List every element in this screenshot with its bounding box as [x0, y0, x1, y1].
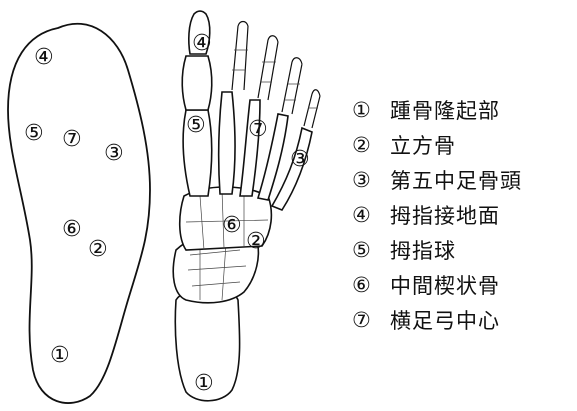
legend-text: 拇指球	[390, 235, 456, 265]
legend-number: ④	[352, 203, 390, 227]
legend-number: ②	[352, 133, 390, 157]
toe-2	[232, 22, 248, 91]
skeleton-marker-3: ③	[290, 147, 310, 172]
legend-number: ③	[352, 168, 390, 192]
skeleton-marker-5: ⑤	[186, 113, 206, 138]
metatarsal-3	[240, 100, 260, 196]
legend-number: ⑥	[352, 273, 390, 297]
sole-marker-7: ⑦	[62, 127, 82, 152]
sole-outline	[8, 24, 150, 403]
legend-text: 第五中足骨頭	[390, 165, 522, 195]
sole-marker-6: ⑥	[62, 217, 82, 242]
hallux-proximal	[182, 56, 212, 110]
sole-markers: ④ ⑤ ⑦ ③ ⑥ ② ①	[24, 45, 124, 368]
legend-number: ⑦	[352, 308, 390, 332]
skeleton-marker-1: ①	[194, 371, 214, 396]
legend-number: ⑤	[352, 238, 390, 262]
sole-marker-2: ②	[88, 237, 108, 262]
sole-marker-4: ④	[34, 45, 54, 70]
legend-number: ①	[352, 98, 390, 122]
skeleton-marker-4: ④	[192, 31, 212, 56]
sole-marker-3: ③	[104, 141, 124, 166]
legend-text: 踵骨隆起部	[390, 95, 500, 125]
skeleton-marker-2: ②	[246, 229, 266, 254]
legend-text: 中間楔状骨	[390, 270, 500, 300]
metatarsal-2	[219, 92, 235, 194]
sole-marker-5: ⑤	[24, 121, 44, 146]
toe-4	[282, 58, 302, 114]
sole-marker-1: ①	[50, 343, 70, 368]
toe-5	[304, 90, 320, 128]
foot-skeleton	[173, 11, 320, 401]
toe-3	[258, 36, 278, 100]
skeleton-marker-7: ⑦	[248, 117, 268, 142]
legend-text: 立方骨	[390, 130, 456, 160]
legend-text: 横足弓中心	[390, 305, 500, 335]
legend-text: 拇指接地面	[390, 200, 500, 230]
skeleton-marker-6: ⑥	[222, 213, 242, 238]
